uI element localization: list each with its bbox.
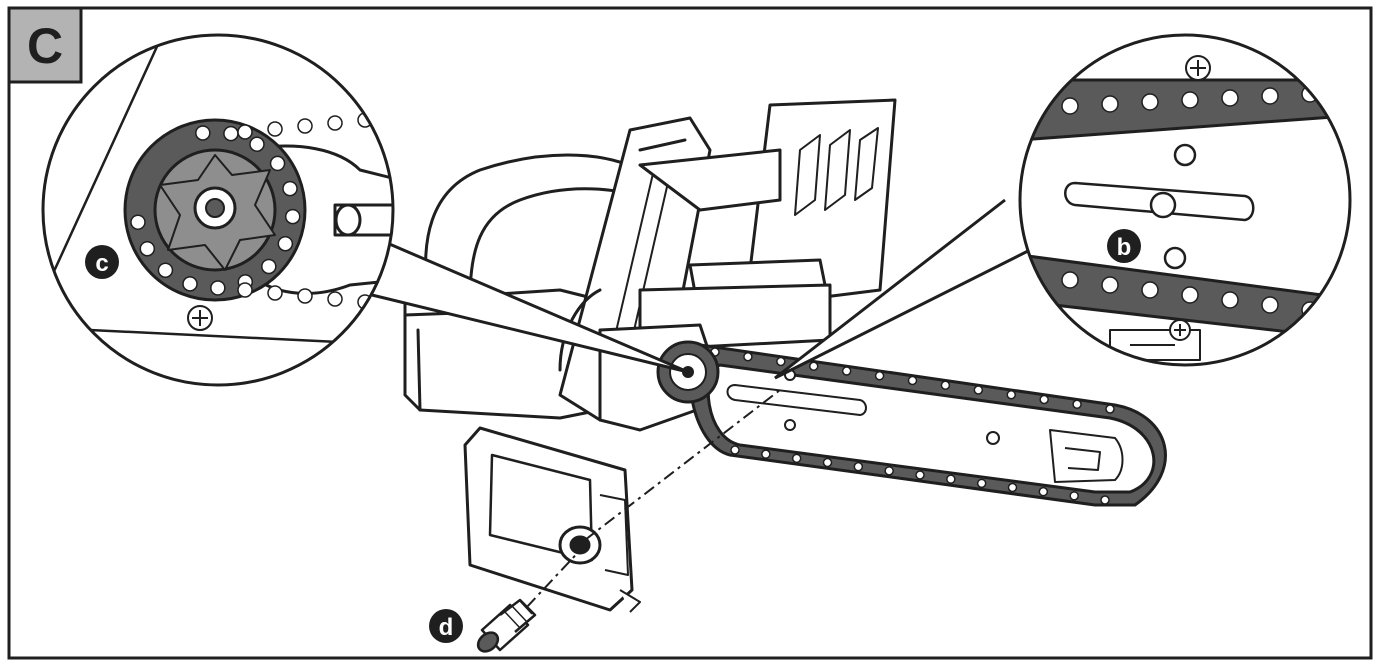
chain-rivet (157, 262, 174, 278)
chain-rivet (809, 361, 819, 371)
chain-rivet (327, 291, 343, 307)
sprocket-cover (463, 426, 641, 613)
chain-rivet (284, 208, 301, 225)
guide-bar (688, 343, 1167, 507)
chain-rivet (195, 125, 211, 141)
chain-rivet (940, 380, 951, 390)
chain-rivet (282, 180, 298, 197)
chain-rivet (791, 453, 802, 464)
chain-rivet (976, 478, 987, 489)
chain-rivet (973, 385, 984, 395)
cover-screw (476, 598, 537, 653)
chain-rivet (743, 352, 753, 362)
chain-rivet (1007, 482, 1018, 493)
callout-c: c (85, 245, 119, 279)
chain-rivet (1100, 495, 1110, 505)
chain-rivet (907, 375, 918, 386)
chain-rivet (776, 356, 786, 367)
callout-d-label: d (439, 614, 454, 641)
chain-rivet (223, 125, 239, 142)
chain-rivet (269, 155, 286, 172)
chain-rivet (1181, 286, 1199, 304)
magnifier-left-leader (371, 238, 689, 374)
chain-rivet (1105, 404, 1115, 414)
chain-rivet (130, 214, 146, 230)
chain-rivet (277, 235, 294, 252)
chain-rivet (853, 461, 864, 472)
magnifier-right (1018, 33, 1352, 367)
chain-links (710, 347, 1115, 505)
chain-rivet (267, 121, 283, 137)
chain-rivet (841, 366, 852, 376)
chain-rivet (884, 466, 894, 476)
chain-rivet (874, 371, 885, 381)
chain-rivet (1261, 87, 1279, 105)
chain-rivet (730, 445, 740, 455)
magnifier-right-leader (774, 198, 1031, 380)
chain-rivet (1061, 97, 1079, 115)
callout-d: d (429, 609, 463, 643)
callout-c-label: c (95, 250, 108, 277)
chain-rivet (1072, 399, 1082, 409)
chain-rivet (1038, 486, 1049, 497)
chain-rivet (249, 136, 265, 152)
chain-rivet (1141, 93, 1159, 111)
chain-rivet (267, 285, 283, 301)
chain-rivet (297, 288, 313, 304)
callout-b-label: b (1117, 234, 1132, 261)
chain-rivet (1069, 491, 1079, 501)
chain-rivet (1261, 296, 1279, 314)
chain-rivet (237, 282, 253, 298)
chain-rivet (237, 124, 253, 140)
chain-rivet (182, 276, 198, 292)
chain-rivet (327, 115, 343, 131)
panel-letter: C (27, 18, 63, 74)
chain-rivet (1061, 271, 1079, 289)
chain-rivet (1141, 281, 1159, 299)
chain-rivet (822, 457, 833, 468)
chain-rivet (1101, 276, 1119, 294)
panel-tag: C (7, 6, 83, 84)
callout-b: b (1107, 229, 1141, 263)
chain-rivet (761, 449, 771, 459)
chain-rivet (1181, 91, 1199, 109)
chain-rivet (261, 258, 277, 275)
chain-rivet (1221, 291, 1239, 309)
magnifier-left (41, 33, 395, 387)
chain-rivet (139, 240, 156, 257)
chain-rivet (1101, 95, 1119, 113)
chain-rivet (297, 118, 313, 134)
chain-rivet (1039, 394, 1049, 405)
chain-rivet (1006, 390, 1016, 400)
chain-rivet (1221, 89, 1239, 107)
chain-rivet (946, 474, 956, 484)
chain-rivet (915, 470, 925, 480)
chain-rivet (210, 280, 226, 296)
